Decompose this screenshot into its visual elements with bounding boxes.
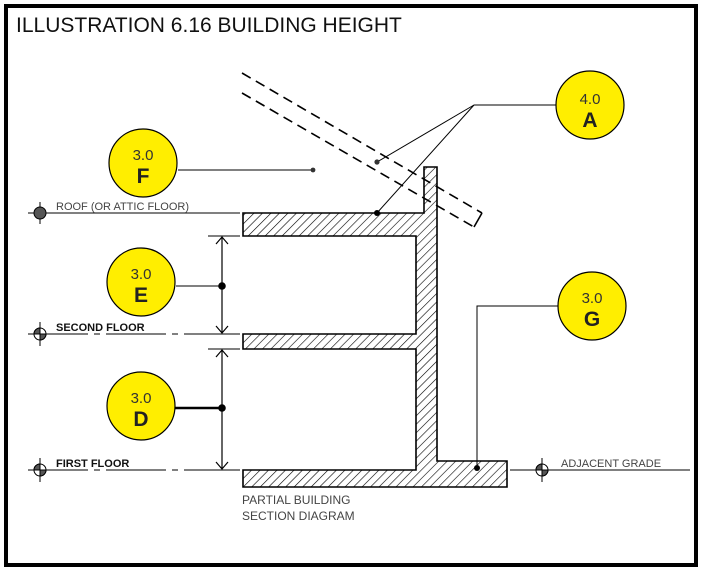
grade-level-label: ADJACENT GRADE — [561, 458, 661, 470]
building-structure — [242, 166, 508, 488]
callout-D: 3.0 D — [106, 371, 176, 441]
second-floor-level-label: SECOND FLOOR — [56, 322, 145, 334]
callout-A-letter: A — [582, 109, 597, 132]
grade-datum-icon — [532, 458, 552, 482]
illustration-title: ILLUSTRATION 6.16 BUILDING HEIGHT — [16, 14, 402, 37]
callout-F-number: 3.0 — [133, 147, 154, 164]
level-lines — [28, 212, 690, 471]
roof-datum-icon — [30, 202, 50, 224]
roof-slab-and-wall — [242, 166, 508, 488]
dimension-lines — [215, 236, 229, 470]
callout-F-letter: F — [137, 165, 150, 188]
callout-G-number: 3.0 — [582, 290, 603, 307]
callout-A-number: 4.0 — [580, 91, 601, 108]
callout-D-letter: D — [133, 408, 148, 431]
first-floor-datum-icon — [30, 458, 50, 482]
callout-E: 3.0 E — [106, 247, 176, 317]
callout-D-number: 3.0 — [131, 390, 152, 407]
callout-G-letter: G — [584, 308, 600, 331]
callout-E-letter: E — [134, 284, 148, 307]
callout-A: 4.0 A — [555, 70, 625, 140]
leader-lines — [174, 104, 561, 468]
caption-line-2: SECTION DIAGRAM — [242, 509, 355, 523]
caption-line-1: PARTIAL BUILDING — [242, 493, 350, 507]
first-floor-level-label: FIRST FLOOR — [56, 458, 129, 470]
callout-F: 3.0 F — [108, 128, 178, 198]
datum-symbols — [30, 202, 552, 482]
leader-dots — [218, 159, 480, 471]
callout-G: 3.0 G — [557, 271, 627, 341]
roof-level-label: ROOF (OR ATTIC FLOOR) — [56, 201, 189, 213]
sloped-roof-outline — [241, 72, 483, 228]
second-floor-datum-icon — [30, 322, 50, 346]
callout-E-number: 3.0 — [131, 266, 152, 283]
